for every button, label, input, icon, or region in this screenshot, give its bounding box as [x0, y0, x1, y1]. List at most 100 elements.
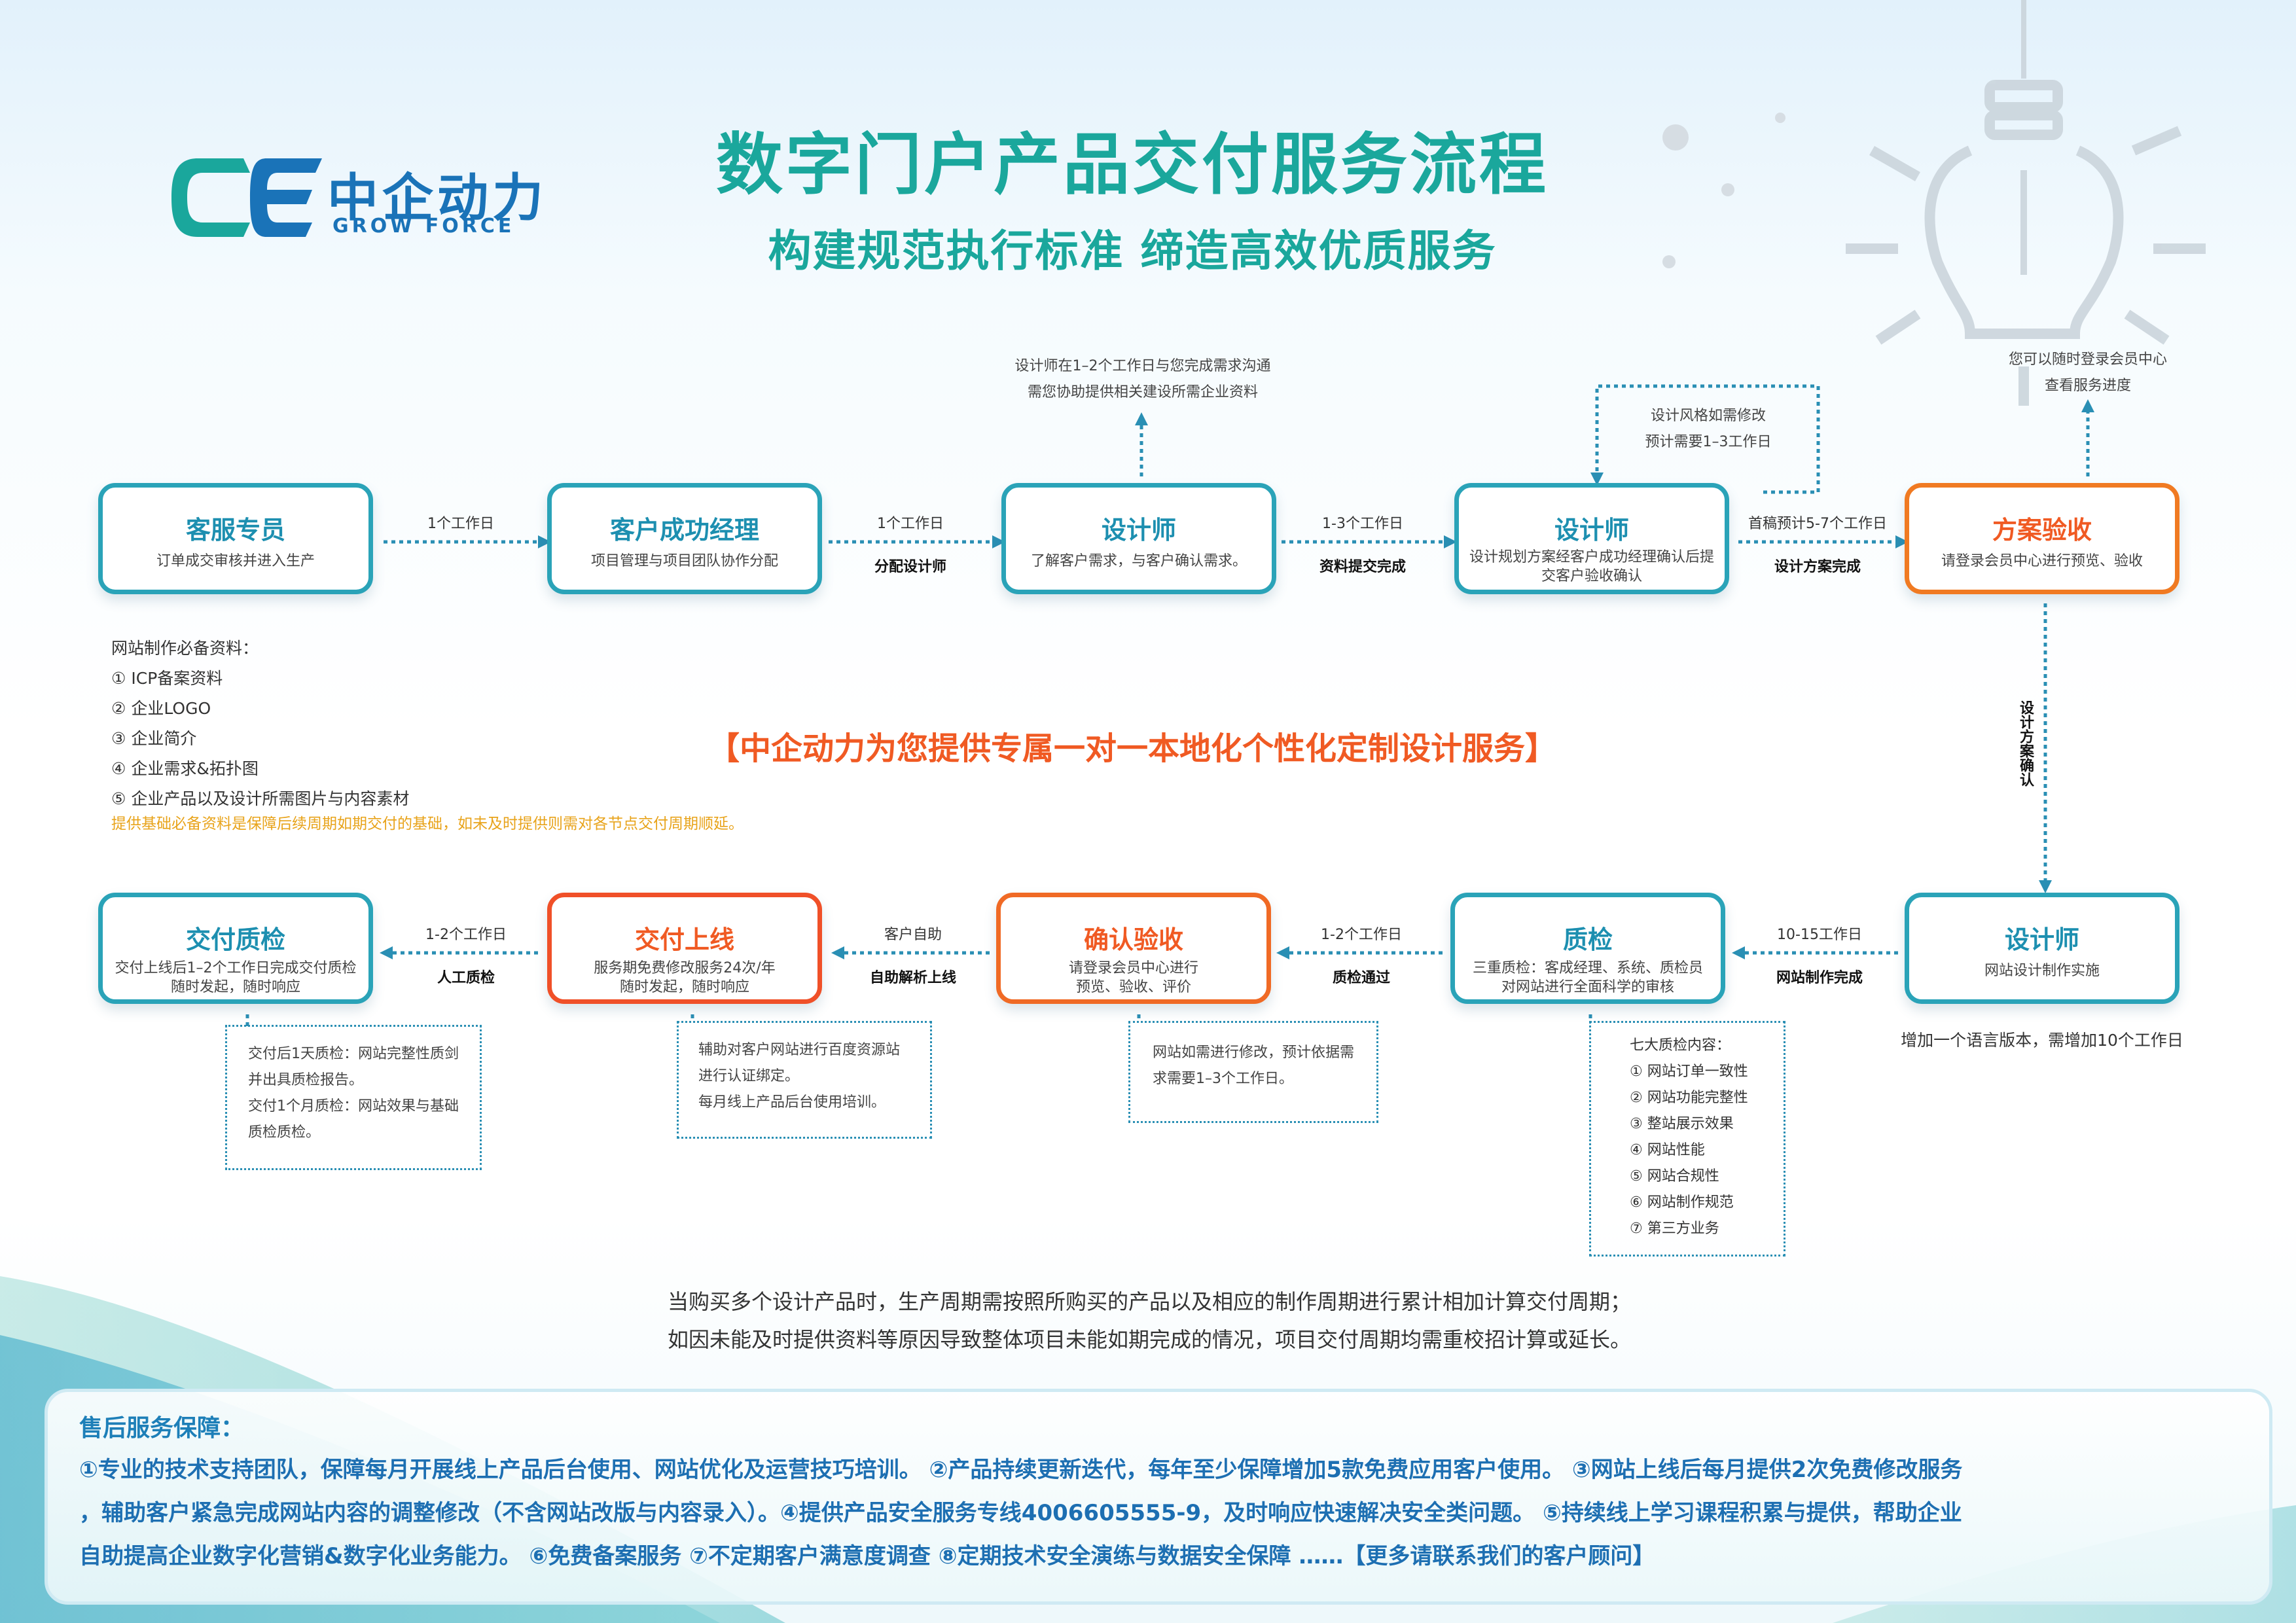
note-line: 查看服务进度	[2044, 378, 2131, 394]
checks-item: ⑦ 第三方业务	[1630, 1221, 1719, 1237]
materials-item: ② 企业LOGO	[111, 699, 211, 718]
step-title: 确认验收	[1083, 925, 1183, 954]
materials-item: ⑤ 企业产品以及设计所需图片与内容素材	[111, 789, 410, 808]
logo-english-name: GROW FORCE	[332, 215, 515, 238]
online-note: 辅助对客户网站进行百度资源站 进行认证绑定。 每月线上产品后台使用培训。	[698, 1037, 927, 1116]
link-time: 10-15工作日	[1777, 927, 1862, 943]
note-line: 进行认证绑定。	[698, 1068, 800, 1084]
checks-item: ① 网站订单一致性	[1630, 1063, 1748, 1080]
step-desc: 设计规划方案经客户成功经理确认后提交客户验收确认	[1469, 549, 1714, 584]
acceptance-note-box: 网站如需进行修改，预计依据需 求需要1–3个工作日。	[1128, 1021, 1378, 1123]
step-desc: 交付上线后1–2个工作日完成交付质检 随时发起，随时响应	[115, 960, 357, 995]
after-sales-panel: 售后服务保障： ①专业的技术支持团队，保障每月开展线上产品后台使用、网站优化及运…	[45, 1389, 2272, 1605]
step-plan-acceptance: 方案验收 请登录会员中心进行预览、验收	[1905, 483, 2179, 594]
note-line: 辅助对客户网站进行百度资源站	[698, 1042, 901, 1058]
step-delivery-qc: 交付质检 交付上线后1–2个工作日完成交付质检 随时发起，随时响应	[98, 893, 373, 1004]
footnote-line: 如因未能及时提供资料等原因导致整体项目未能如期完成的情况，项目交付周期均需重校招…	[668, 1327, 1632, 1352]
note-line: 需您协助提供相关建设所需企业资料	[1027, 384, 1258, 401]
step-title: 质检	[1562, 925, 1613, 954]
page-subtitle: 构建规范执行标准 缔造高效优质服务	[768, 226, 1497, 276]
link-action: 网站制作完成	[1776, 970, 1863, 986]
note-line: 您可以随时登录会员中心	[2008, 351, 2167, 368]
note-line: 交付1个月质检：网站效果与基础	[248, 1098, 459, 1115]
link-action: 质检通过	[1332, 970, 1390, 986]
bottom-row-connectors	[245, 951, 1898, 1026]
link-time: 1个工作日	[877, 516, 944, 532]
note-line: 交付后1天质检：网站完整性质剑	[248, 1046, 459, 1062]
designer-communication-note: 设计师在1–2个工作日与您完成需求沟通 需您协助提供相关建设所需企业资料	[973, 353, 1313, 406]
materials-item: ④ 企业需求&拓扑图	[111, 759, 259, 778]
step-title: 交付质检	[185, 925, 285, 954]
checks-item: ③ 整站展示效果	[1630, 1116, 1734, 1132]
note-line: 设计师在1–2个工作日与您完成需求沟通	[1014, 358, 1271, 374]
materials-item: ③ 企业简介	[111, 729, 197, 748]
quality-checks-list: 七大质检内容： ① 网站订单一致性 ② 网站功能完整性 ③ 整站展示效果 ④ 网…	[1630, 1033, 1748, 1242]
step-quality-check: 质检 三重质检：客成经理、系统、质检员 对网站进行全面科学的审核	[1450, 893, 1725, 1004]
member-center-note: 您可以随时登录会员中心 查看服务进度	[1977, 347, 2199, 399]
note-line: 设计风格如需修改	[1650, 408, 1766, 424]
note-line: 质检质检。	[248, 1124, 321, 1141]
checks-item: ⑥ 网站制作规范	[1630, 1194, 1734, 1211]
note-line: 并出具质检报告。	[248, 1072, 364, 1088]
step-confirm-acceptance: 确认验收 请登录会员中心进行 预览、验收、评价	[996, 893, 1271, 1004]
arrowheads	[380, 399, 2094, 959]
step-desc: 请登录会员中心进行预览、验收	[1941, 553, 2143, 569]
step-desc: 三重质检：客成经理、系统、质检员 对网站进行全面科学的审核	[1472, 960, 1703, 995]
step-title: 设计师	[2004, 925, 2079, 954]
link-time: 1个工作日	[427, 516, 494, 532]
light-bulb-icon	[1846, 0, 2206, 406]
after-sales-title: 售后服务保障：	[79, 1415, 245, 1442]
cycle-footnote: 当购买多个设计产品时，生产周期需按照所购买的产品以及相应的制作周期进行累计相加计…	[668, 1283, 1631, 1359]
link-action: 设计方案完成	[1774, 559, 1861, 575]
note-line: 求需要1–3个工作日。	[1153, 1071, 1293, 1087]
page-title: 数字门户产品交付服务流程	[716, 126, 1549, 204]
top-row-connectors	[384, 384, 2090, 883]
service-slogan: 【中企动力为您提供专属一对一本地化个性化定制设计服务】	[708, 730, 1556, 767]
note-line: 网站如需进行修改，预计依据需	[1153, 1044, 1355, 1061]
checks-item: ⑤ 网站合规性	[1630, 1168, 1719, 1185]
link-time: 客户自助	[884, 927, 942, 943]
after-sales-line: ，辅助客户紧急完成网站内容的调整修改（不含网站改版与内容录入）。④提供产品安全服…	[79, 1500, 1962, 1526]
revision-note: 设计风格如需修改 预计需要1–3工作日	[1597, 403, 1820, 455]
step-designer-plan: 设计师 设计规划方案经客户成功经理确认后提交客户验收确认	[1454, 483, 1729, 594]
link-time: 1-2个工作日	[425, 927, 507, 943]
link-action: 自助解析上线	[869, 970, 956, 986]
link-action: 资料提交完成	[1319, 559, 1406, 575]
link-action: 分配设计师	[874, 559, 946, 575]
footnote-line: 当购买多个设计产品时，生产周期需按照所购买的产品以及相应的制作周期进行累计相加计…	[668, 1289, 1632, 1314]
step-title: 设计师	[1554, 516, 1629, 544]
step-desc: 服务期免费修改服务24次/年 随时发起，随时响应	[594, 960, 776, 995]
checks-title: 七大质检内容：	[1630, 1037, 1731, 1054]
note-line: 预计需要1–3工作日	[1645, 434, 1772, 450]
delivery-qc-note-box: 交付后1天质检：网站完整性质剑 并出具质检报告。 交付1个月质检：网站效果与基础…	[225, 1025, 482, 1170]
step-title: 客服专员	[185, 516, 285, 544]
step-desc: 网站设计制作实施	[1984, 963, 2100, 979]
link-action: 人工质检	[437, 970, 495, 986]
logo-mark	[171, 158, 322, 237]
step-desc: 订单成交审核并进入生产	[156, 553, 315, 569]
language-version-note: 增加一个语言版本，需增加10个工作日	[1901, 1031, 2183, 1050]
materials-warning: 提供基础必备资料是保障后续周期如期交付的基础，如未及时提供则需对各节点交付周期顺…	[111, 815, 744, 832]
step-title: 客户成功经理	[609, 516, 759, 544]
step-customer-service: 客服专员 订单成交审核并进入生产	[98, 483, 373, 594]
link-time: 首稿预计5-7个工作日	[1748, 516, 1887, 532]
step-delivery-online: 交付上线 服务期免费修改服务24次/年 随时发起，随时响应	[547, 893, 822, 1004]
step-designer-requirements: 设计师 了解客户需求，与客户确认需求。	[1001, 483, 1276, 594]
step-title: 设计师	[1101, 516, 1176, 544]
checks-item: ② 网站功能完整性	[1630, 1090, 1748, 1106]
step-success-manager: 客户成功经理 项目管理与项目团队协作分配	[547, 483, 822, 594]
step-desc: 项目管理与项目团队协作分配	[590, 553, 778, 569]
plan-confirm-label: 设计方案确认	[2017, 700, 2034, 787]
checks-item: ④ 网站性能	[1630, 1142, 1705, 1158]
acceptance-note: 网站如需进行修改，预计依据需 求需要1–3个工作日。	[1153, 1040, 1375, 1092]
link-time: 1-2个工作日	[1321, 927, 1402, 943]
step-title: 方案验收	[1992, 516, 2092, 544]
step-designer-build: 设计师 网站设计制作实施	[1905, 893, 2179, 1004]
required-materials: 网站制作必备资料： ① ICP备案资料 ② 企业LOGO ③ 企业简介 ④ 企业…	[111, 633, 744, 839]
logo: 中企动力 GROW FORCE	[171, 152, 558, 243]
checks-box	[1589, 1021, 1785, 1257]
step-desc: 了解客户需求，与客户确认需求。	[1030, 553, 1247, 569]
step-title: 交付上线	[634, 925, 734, 954]
materials-title: 网站制作必备资料：	[111, 639, 259, 658]
online-note-box: 辅助对客户网站进行百度资源站 进行认证绑定。 每月线上产品后台使用培训。	[677, 1021, 932, 1139]
